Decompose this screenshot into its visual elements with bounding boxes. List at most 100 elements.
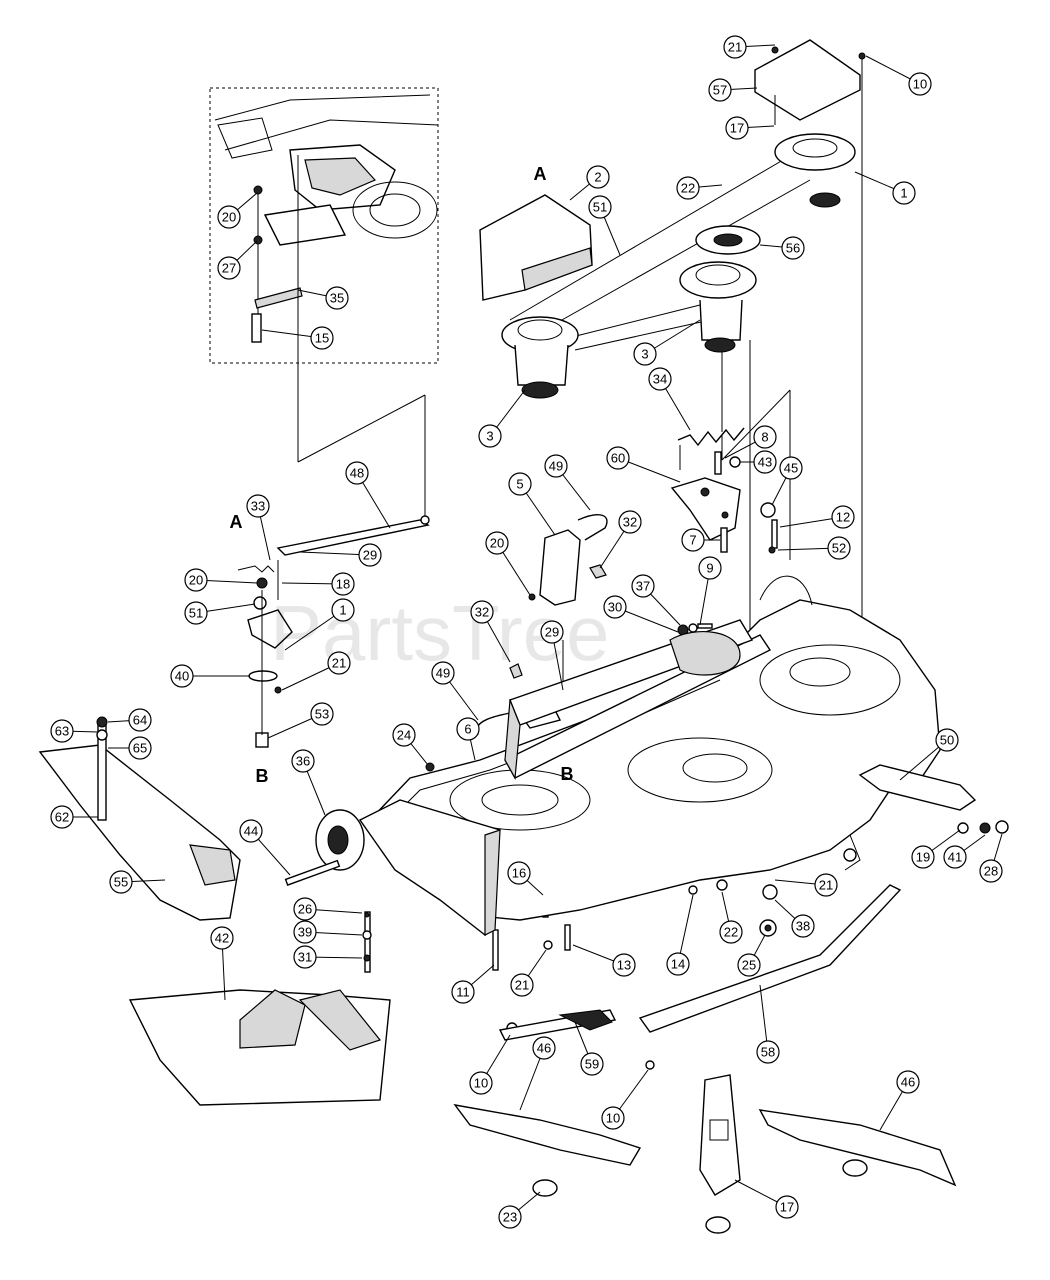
callout-circle — [170, 664, 194, 688]
callout-number: 64 — [133, 713, 147, 728]
callout-circle — [331, 598, 355, 622]
callout-number: 50 — [940, 733, 954, 748]
callout-number: 25 — [742, 958, 756, 973]
callout-number: 3 — [641, 347, 648, 362]
callout-number: 22 — [724, 925, 738, 940]
callout-9: 9 — [698, 556, 722, 580]
callout-number: 59 — [585, 1057, 599, 1072]
callout-number: 10 — [913, 77, 927, 92]
callout-13: 13 — [612, 953, 636, 977]
mulching-plate — [128, 989, 391, 1106]
callout-number: 14 — [671, 957, 685, 972]
callout-circle — [507, 861, 531, 885]
baffle-58 — [638, 884, 902, 1033]
callout-circle — [510, 973, 534, 997]
callout-33: 33 — [246, 494, 270, 518]
callout-49: 49 — [544, 454, 568, 478]
callout-29: 29 — [540, 620, 564, 644]
callout-3: 3 — [633, 342, 657, 366]
callout-23: 23 — [498, 1205, 522, 1229]
callout-circle — [911, 845, 935, 869]
callout-circle — [431, 661, 455, 685]
callout-number: 32 — [623, 515, 637, 530]
callout-58: 58 — [756, 1040, 780, 1064]
callout-number: 35 — [330, 291, 344, 306]
callout-circle — [753, 425, 777, 449]
callout-number: 6 — [464, 722, 471, 737]
callout-number: 21 — [728, 40, 742, 55]
callout-number: 36 — [296, 754, 310, 769]
callout-number: 1 — [339, 603, 346, 618]
callout-39: 39 — [293, 920, 317, 944]
callout-number: 20 — [189, 573, 203, 588]
callout-number: 1 — [900, 186, 907, 201]
callout-number: 57 — [713, 83, 727, 98]
callout-number: 12 — [836, 510, 850, 525]
callout-number: 41 — [948, 850, 962, 865]
callout-44: 44 — [239, 819, 263, 843]
callout-circle — [586, 165, 610, 189]
callout-number: 7 — [689, 533, 696, 548]
callout-number: 17 — [780, 1200, 794, 1215]
callout-26: 26 — [293, 897, 317, 921]
baffle-59 — [498, 1009, 617, 1041]
gauge-wheel — [284, 809, 365, 886]
callout-14: 14 — [666, 952, 690, 976]
callout-number: 18 — [336, 577, 350, 592]
callout-number: 2 — [594, 170, 601, 185]
callout-number: 52 — [832, 541, 846, 556]
callout-circle — [293, 920, 317, 944]
callout-51: 51 — [184, 601, 208, 625]
callout-circle — [456, 717, 480, 741]
callout-circle — [588, 195, 612, 219]
callout-46: 46 — [896, 1070, 920, 1094]
callout-number: 33 — [251, 499, 265, 514]
pulley-center — [679, 261, 757, 353]
callout-number: 10 — [606, 1111, 620, 1126]
callout-circle — [831, 505, 855, 529]
callout-52: 52 — [827, 536, 851, 560]
callout-circle — [540, 620, 564, 644]
callout-32: 32 — [618, 510, 642, 534]
callout-30: 30 — [603, 595, 627, 619]
callout-circle — [908, 72, 932, 96]
blade-left — [453, 1104, 642, 1197]
callout-number: 26 — [298, 902, 312, 917]
callout-circle — [633, 342, 657, 366]
callout-number: 58 — [761, 1045, 775, 1060]
callout-circle — [631, 574, 655, 598]
callout-circle — [345, 461, 369, 485]
callout-circle — [325, 286, 349, 310]
callout-number: 9 — [706, 561, 713, 576]
callout-number: 21 — [332, 656, 346, 671]
callout-38: 38 — [791, 914, 815, 938]
callout-circle — [478, 424, 502, 448]
callout-number: 21 — [515, 978, 529, 993]
idler-bracket — [670, 477, 741, 553]
callout-number: 30 — [608, 600, 622, 615]
callout-number: 34 — [653, 372, 667, 387]
callout-45: 45 — [779, 456, 803, 480]
callout-circle — [184, 568, 208, 592]
callout-number: 31 — [298, 950, 312, 965]
callout-circle — [618, 510, 642, 534]
callout-36: 36 — [291, 749, 315, 773]
callout-circle — [943, 845, 967, 869]
callout-circle — [331, 572, 355, 596]
deck-bracket — [539, 514, 608, 606]
callout-number: 15 — [315, 331, 329, 346]
callout-number: 42 — [215, 931, 229, 946]
belt-cover — [479, 194, 593, 301]
callout-22: 22 — [719, 920, 743, 944]
callout-number: 11 — [456, 985, 470, 1000]
callout-circle — [648, 367, 672, 391]
callout-number: 10 — [474, 1076, 488, 1091]
callout-circle — [779, 456, 803, 480]
callout-11: 11 — [451, 980, 475, 1004]
callout-number: 37 — [636, 579, 650, 594]
callout-34: 34 — [648, 367, 672, 391]
callout-40: 40 — [170, 664, 194, 688]
callout-number: 5 — [516, 477, 523, 492]
callout-number: 27 — [222, 261, 236, 276]
